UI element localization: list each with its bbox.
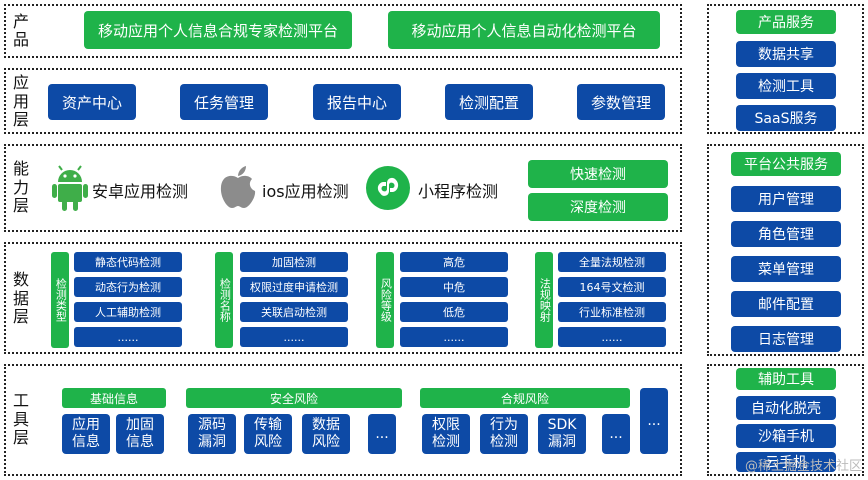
data-group-item[interactable]: 静态代码检测 (74, 252, 182, 272)
watermark-text: @稀土掘金技术社区 (744, 459, 862, 474)
auto-unpack-button[interactable]: 自动化脱壳 (736, 396, 836, 420)
platform-services-panel (707, 144, 864, 356)
source-vuln-button[interactable]: 源码漏洞 (188, 414, 236, 454)
data-group-tag: 检测名称 (215, 252, 233, 348)
role-management-button[interactable]: 角色管理 (731, 221, 841, 247)
tools-layer-label: 工 具 层 (12, 391, 29, 448)
android-icon (52, 165, 88, 211)
compliance-risk-header: 合规风险 (420, 388, 630, 408)
data-group-item[interactable]: 关联启动检测 (240, 302, 348, 322)
data-group-item[interactable]: ...... (74, 327, 182, 347)
data-group-item[interactable]: 164号文检测 (558, 277, 666, 297)
report-center-button[interactable]: 报告中心 (313, 84, 401, 120)
data-group-tag: 法规映射 (535, 252, 553, 348)
data-group-item[interactable]: ...... (558, 327, 666, 347)
data-group-item[interactable]: 低危 (400, 302, 508, 322)
expert-platform-button[interactable]: 移动应用个人信息合规专家检测平台 (84, 11, 352, 49)
parameter-management-button[interactable]: 参数管理 (577, 84, 665, 120)
product-services-title: 产品服务 (736, 10, 836, 34)
data-group-item[interactable]: ...... (400, 327, 508, 347)
data-group-item[interactable]: 权限过度申请检测 (240, 277, 348, 297)
data-risk-button[interactable]: 数据风险 (302, 414, 350, 454)
ios-detection-label: ios应用检测 (262, 182, 349, 201)
data-group-item[interactable]: 人工辅助检测 (74, 302, 182, 322)
security-more-button[interactable]: ... (368, 414, 396, 454)
mini-program-detection-label: 小程序检测 (418, 182, 499, 201)
auto-platform-button[interactable]: 移动应用个人信息自动化检测平台 (388, 11, 660, 49)
cloud-phone-button[interactable]: 云手机 (736, 452, 836, 472)
behavior-detect-button[interactable]: 行为检测 (480, 414, 528, 454)
capability-layer-label: 能 力 层 (12, 159, 29, 216)
data-group-item[interactable]: 全量法规检测 (558, 252, 666, 272)
transmission-risk-button[interactable]: 传输风险 (244, 414, 292, 454)
aux-tools-title: 辅助工具 (736, 368, 836, 390)
asset-center-button[interactable]: 资产中心 (48, 84, 136, 120)
sandbox-phone-button[interactable]: 沙箱手机 (736, 424, 836, 448)
data-group-item[interactable]: 动态行为检测 (74, 277, 182, 297)
deep-detection-button[interactable]: 深度检测 (528, 193, 668, 221)
user-management-button[interactable]: 用户管理 (731, 186, 841, 212)
permission-detect-button[interactable]: 权限检测 (422, 414, 470, 454)
menu-management-button[interactable]: 菜单管理 (731, 256, 841, 282)
security-risk-header: 安全风险 (186, 388, 402, 408)
detection-config-button[interactable]: 检测配置 (445, 84, 533, 120)
apple-icon (220, 166, 256, 208)
data-group-item[interactable]: 行业标准检测 (558, 302, 666, 322)
quick-detection-button[interactable]: 快速检测 (528, 160, 668, 188)
product-layer-label: 产 品 (12, 11, 29, 49)
basic-info-header: 基础信息 (62, 388, 166, 408)
app-info-button[interactable]: 应用信息 (62, 414, 110, 454)
mini-program-icon (366, 166, 410, 210)
hardening-info-button[interactable]: 加固信息 (116, 414, 164, 454)
detection-tools-button[interactable]: 检测工具 (736, 73, 836, 99)
data-group-item[interactable]: 加固检测 (240, 252, 348, 272)
data-group-item[interactable]: 中危 (400, 277, 508, 297)
data-group-item[interactable]: 高危 (400, 252, 508, 272)
application-layer-label: 应 用 层 (12, 73, 29, 130)
mail-config-button[interactable]: 邮件配置 (731, 291, 841, 317)
compliance-more-button[interactable]: ... (602, 414, 630, 454)
data-group-item[interactable]: ...... (240, 327, 348, 347)
android-detection-label: 安卓应用检测 (92, 182, 189, 201)
saas-service-button[interactable]: SaaS服务 (736, 105, 836, 131)
task-management-button[interactable]: 任务管理 (180, 84, 268, 120)
log-management-button[interactable]: 日志管理 (731, 326, 841, 352)
data-group-tag: 风险等级 (376, 252, 394, 348)
data-layer-label: 数 据 层 (12, 270, 29, 327)
platform-services-title: 平台公共服务 (731, 152, 841, 176)
tools-extra-button[interactable]: ... (640, 388, 668, 454)
data-group-tag: 检测类型 (51, 252, 69, 348)
data-sharing-button[interactable]: 数据共享 (736, 41, 836, 67)
